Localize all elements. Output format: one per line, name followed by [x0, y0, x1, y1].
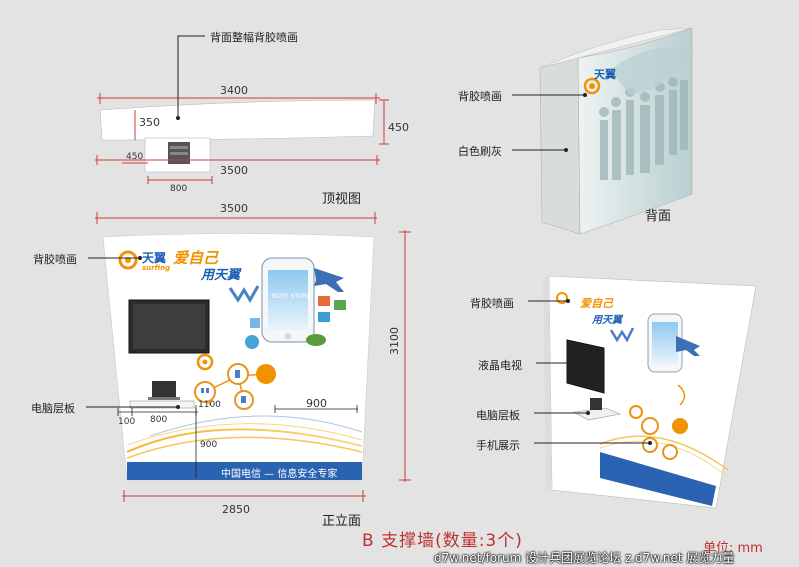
dim-phone-width: 900	[306, 397, 327, 410]
label-persp-pc-shelf: 电脑层板	[476, 409, 520, 422]
front-brand-latin: surfing	[142, 264, 171, 272]
front-slogan-line2: 用天翼	[201, 268, 241, 283]
unit-label: 单位: mm	[703, 541, 763, 556]
dim-top-depth-left: 350	[139, 116, 160, 129]
dim-top-width: 3400	[220, 84, 248, 97]
label-phone-display: 手机展示	[476, 439, 520, 452]
front-brand-name: 天翼	[142, 251, 167, 265]
view-label-back: 背面	[645, 209, 672, 224]
label-front-pc-shelf: 电脑层板	[31, 402, 75, 415]
dim-top-depth-right: 450	[388, 121, 409, 134]
front-footer-banner	[127, 462, 362, 480]
label-back-full-print: 背面整幅背胶喷画	[210, 31, 298, 44]
persp-slogan-line2: 用天翼	[592, 315, 622, 326]
persp-slogan-line1: 爱自己	[580, 297, 613, 310]
front-pc-shelf	[129, 400, 195, 409]
dim-top-left-small: 450	[126, 152, 144, 162]
view-label-front: 正立面	[322, 514, 362, 529]
label-front-adhesive-print: 背胶喷画	[33, 253, 77, 266]
dim-shelf-width: 800	[150, 415, 168, 425]
dim-front-height: 3100	[388, 327, 401, 355]
label-persp-adhesive-print: 背胶喷画	[470, 297, 514, 310]
dim-shelf-gap: 100	[118, 417, 136, 427]
label-white-paint: 白色刷灰	[458, 145, 502, 158]
perspective-footer-banner	[600, 452, 716, 506]
front-plane-graphic	[314, 268, 344, 292]
front-footer-text: 中国电信 — 信息安全专家	[221, 469, 338, 480]
front-slogan-line1: 爱自己	[173, 249, 219, 267]
dim-front-bottom: 2850	[222, 503, 250, 516]
dim-top-shelf: 800	[170, 184, 188, 194]
front-phone-screen-text: NOTE STORE	[272, 293, 311, 300]
perspective-view	[528, 275, 757, 509]
watermark: d7w.net/forum 设计兵团展览论坛 z.d7w.net 展览力量	[434, 551, 735, 565]
back-view-side-face	[539, 57, 581, 235]
dim-shelf-height: 1100	[198, 400, 221, 410]
dim-top-bottom: 3500	[220, 164, 248, 177]
perspective-wall	[548, 275, 757, 509]
top-view-plan	[95, 35, 389, 184]
label-lcd-tv: 液晶电视	[478, 359, 522, 372]
view-label-top: 顶视图	[322, 192, 362, 207]
back-brand-name: 天翼	[594, 68, 616, 81]
sheet-title: B 支撑墙(数量:3个)	[362, 531, 523, 551]
dim-phone-height: 900	[200, 440, 218, 450]
perspective-lcd-tv	[566, 339, 605, 394]
back-view-3d	[512, 27, 693, 235]
front-elevation	[86, 212, 411, 502]
label-back-adhesive-print: 背胶喷画	[458, 90, 502, 103]
dim-front-top: 3500	[220, 202, 248, 215]
